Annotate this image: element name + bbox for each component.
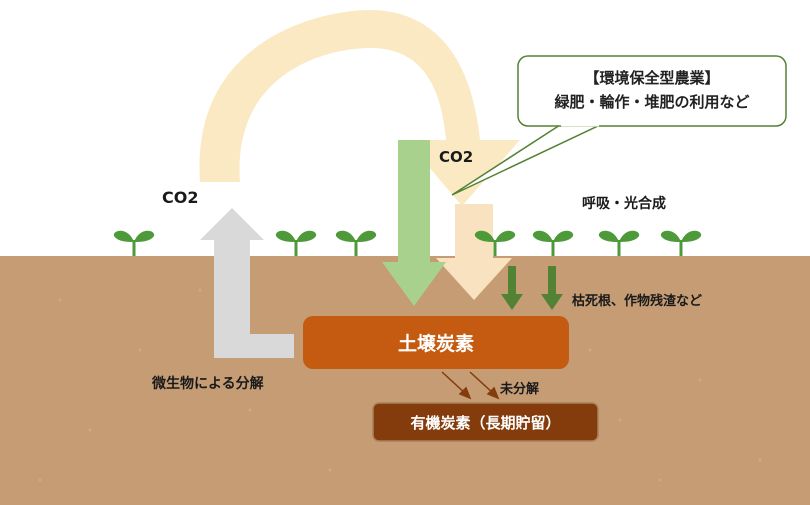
soil-carbon-box [303,316,569,369]
callout-box [517,55,787,127]
soil-carbon-label: 土壌炭素 [397,333,474,355]
sprout-icon [474,230,516,256]
green-down-arrow [382,140,446,306]
co2-right-label: CO2 [439,148,474,166]
sprouts [113,230,702,256]
callout-title: 【環境保全型農業】 [584,69,720,87]
soil-ground [0,256,810,505]
sprout-icon [532,230,574,256]
callout-body: 緑肥・輪作・堆肥の利用など [554,93,750,111]
sprout-icon [660,230,702,256]
sprout-icon [335,230,377,256]
residue-arrow-2 [541,266,563,310]
callout-text: 【環境保全型農業】 緑肥・輪作・堆肥の利用など [518,56,786,126]
co2-cycle-arrow [199,10,521,206]
undecomposed-arrows [441,371,500,400]
residue-label: 枯死根、作物残渣など [572,294,703,309]
co2-left-label: CO2 [162,188,199,207]
sprout-icon [113,230,155,256]
organic-carbon-box [372,402,599,442]
soil-texture [38,288,762,482]
callout-pointer [451,124,601,196]
sprout-icon [598,230,640,256]
residue-arrow-1 [501,266,523,310]
undecomposed-label: 未分解 [500,382,540,397]
respiration-label: 呼吸・光合成 [582,196,666,212]
decomposition-label: 微生物による分解 [152,376,264,392]
sprout-icon [275,230,317,256]
organic-carbon-label: 有機炭素（長期貯留） [410,413,561,432]
decomposition-arrow [200,208,294,358]
cream-down-arrow [436,204,512,300]
